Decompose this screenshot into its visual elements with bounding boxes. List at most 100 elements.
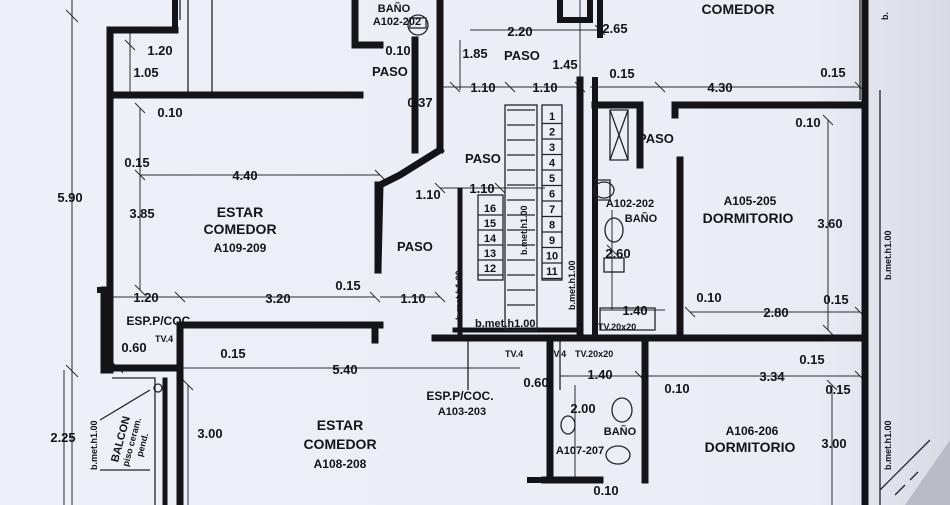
dim-5-90: 5.90 [57, 190, 82, 205]
room-comedor-left: COMEDOR [203, 221, 276, 237]
dim-1-10-b: 1.10 [532, 80, 557, 95]
stair-step-number: 1 [549, 111, 555, 123]
dim-0-15-b: 0.15 [335, 278, 360, 293]
stair-step-number: 15 [484, 218, 496, 230]
dim-0-60-a: 0.60 [121, 340, 146, 355]
room-comedor-top: COMEDOR [701, 1, 774, 17]
room-estar-left: ESTAR [217, 204, 263, 220]
dim-2-65: 2.65 [602, 21, 627, 36]
dim-2-60: 2.60 [605, 246, 630, 261]
note-bmet-stair-right: b.met.h1.00 [567, 260, 577, 310]
room-bano-mid: BAÑO [625, 212, 658, 225]
labels: COMEDOR ESTAR COMEDOR A109-209 ESTAR COM… [50, 1, 893, 498]
room-estar-bottom: ESTAR [317, 417, 363, 433]
dim-3-34: 3.34 [759, 369, 785, 384]
stair-step-number: 8 [549, 220, 555, 232]
room-paso-2: PASO [504, 48, 540, 63]
stair-step-number: 11 [546, 266, 558, 278]
room-code-a102-mid: A102-202 [606, 198, 654, 210]
note-tv-20x20-a: TV.20x20 [598, 322, 636, 332]
note-bmet-stair-mid: b.met.h1.00 [519, 205, 529, 255]
dim-0-15-d: 0.15 [609, 66, 634, 81]
room-dormitorio-a105: DORMITORIO [703, 210, 794, 226]
stair-step-number: 14 [484, 233, 497, 245]
dim-5-40: 5.40 [332, 362, 357, 377]
stair-step-number: 4 [549, 158, 556, 170]
room-paso-3: PASO [465, 151, 501, 166]
dim-0-10-c: 0.10 [795, 115, 820, 130]
stair-step-number: 3 [549, 142, 555, 154]
dim-1-10-d: 1.10 [415, 187, 440, 202]
dim-4-40: 4.40 [232, 168, 257, 183]
note-tv-20x20-b: TV.20x20 [575, 349, 613, 359]
room-paso-5: PASO [638, 131, 674, 146]
dim-0-15-h: 0.15 [825, 382, 850, 397]
stair-step-number: 7 [549, 204, 555, 216]
room-bano-top: BAÑO [378, 2, 411, 15]
room-paso-4: PASO [397, 239, 433, 254]
dim-1-20-top: 1.20 [147, 43, 172, 58]
room-code-a106: A106-206 [726, 424, 779, 438]
dim-2-25: 2.25 [50, 430, 75, 445]
stair-step-number: 13 [484, 248, 496, 260]
stair-step-number: 9 [549, 235, 555, 247]
dim-4-30: 4.30 [707, 80, 732, 95]
note-tv4-small: TV.4 [548, 349, 566, 359]
room-code-a109: A109-209 [214, 241, 267, 255]
note-bmet-right-2: b.met.h1.00 [883, 420, 893, 470]
dim-3-85: 3.85 [129, 206, 154, 221]
dim-2-80: 2.80 [763, 305, 788, 320]
stair-step-number: 16 [484, 203, 496, 215]
paper-fold-shadow [905, 440, 950, 505]
dim-1-85: 1.85 [462, 46, 487, 61]
dim-1-10-c: 1.10 [400, 291, 425, 306]
room-esp-coc-left: ESP.P/COC. [126, 314, 193, 328]
dim-1-10-a: 1.10 [470, 80, 495, 95]
dim-0-15-a: 0.15 [124, 155, 149, 170]
room-esp-coc-mid: ESP.P/COC. [426, 389, 493, 403]
note-bmet-stair-left: b.met.h1.00 [454, 270, 464, 320]
stair-step-number: 6 [549, 189, 555, 201]
fixtures [153, 14, 633, 465]
dim-3-00-b: 3.00 [821, 436, 846, 451]
note-bmet-right-1: b.met.h1.00 [883, 230, 893, 280]
dim-3-60: 3.60 [817, 216, 842, 231]
room-bano-bottom: BAÑO [604, 425, 637, 438]
dim-0-37: 0.37 [407, 95, 432, 110]
dim-0-10-d: 0.10 [696, 290, 721, 305]
room-code-a103: A103-203 [438, 406, 486, 418]
note-bmet-left: b.met.h1.00 [89, 420, 99, 470]
dim-0-10-f: 0.10 [593, 483, 618, 498]
room-dormitorio-a106: DORMITORIO [705, 439, 796, 455]
dim-1-05: 1.05 [133, 65, 158, 80]
room-comedor-bottom: COMEDOR [303, 436, 376, 452]
note-tv4-left: TV.4 [155, 334, 173, 344]
room-paso-1: PASO [372, 64, 408, 79]
note-bmet-stair-bottom: b.met.h1.00 [475, 318, 536, 330]
dim-1-10-e: 1.10 [469, 181, 494, 196]
room-code-a102-top: A102-202 [373, 16, 421, 28]
room-code-a105: A105-205 [724, 194, 777, 208]
dim-0-15-e: 0.15 [820, 65, 845, 80]
dim-2-20: 2.20 [507, 24, 532, 39]
dim-1-45: 1.45 [552, 57, 577, 72]
stair-step-number: 10 [546, 251, 558, 263]
dim-0-60-b: 0.60 [523, 375, 548, 390]
dim-0-15-c: 0.15 [220, 346, 245, 361]
room-code-a108: A108-208 [314, 457, 367, 471]
dimension-lines [63, 0, 866, 505]
note-bmet-right-top: b. [880, 12, 890, 20]
dim-0-10-b: 0.10 [385, 43, 410, 58]
dim-2-00: 2.00 [570, 401, 595, 416]
walls [97, 0, 869, 505]
dim-3-20: 3.20 [265, 291, 290, 306]
dim-0-10-a: 0.10 [157, 105, 182, 120]
stair-step-number: 5 [549, 173, 555, 185]
dim-1-40-b: 1.40 [587, 367, 612, 382]
dim-1-20-mid: 1.20 [133, 290, 158, 305]
dim-3-00-a: 3.00 [197, 426, 222, 441]
stair-step-number: 2 [549, 127, 555, 139]
